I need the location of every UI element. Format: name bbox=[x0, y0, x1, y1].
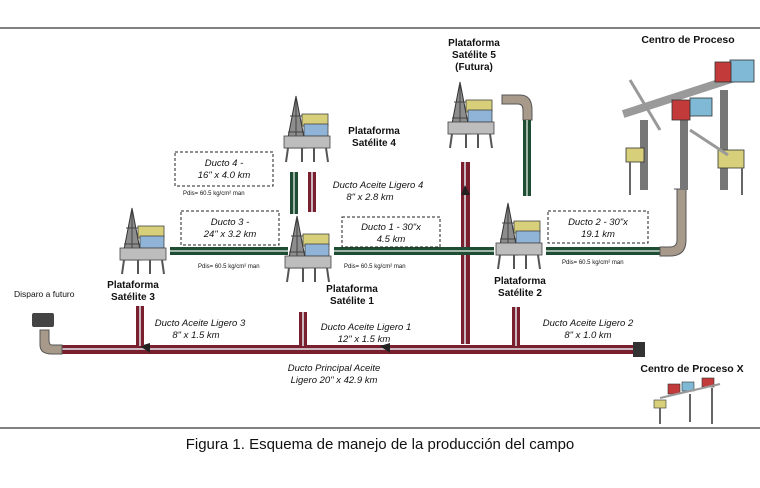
sat5-label-line1: Plataforma bbox=[448, 38, 500, 49]
duct-2-line1: Ducto 2 - 30"x bbox=[568, 217, 629, 228]
gas-pipe-d3 bbox=[170, 247, 288, 255]
sat5-label-line3: (Futura) bbox=[455, 62, 493, 73]
platform-sat1-structure bbox=[284, 215, 332, 283]
oil-duct-3-line1: Ducto Aceite Ligero 3 bbox=[155, 318, 246, 329]
gas-pipe-sat5 bbox=[501, 94, 533, 196]
duct-1-line2: 4.5 km bbox=[377, 234, 406, 245]
oil-duct-4-line2: 8" x 2.8 km bbox=[346, 192, 393, 203]
main-oil-pipeline bbox=[32, 313, 645, 357]
oil-riser-al2 bbox=[512, 307, 520, 346]
duct-4-line2: 16" x 4.0 km bbox=[198, 170, 251, 181]
duct-4-box bbox=[174, 151, 274, 187]
sat3-label-line2: Satélite 3 bbox=[111, 292, 155, 303]
duct-1-pdis: Pdis= 60.5 kg/cm² man bbox=[344, 264, 406, 270]
figure-caption: Figura 1. Esquema de manejo de la produc… bbox=[185, 436, 575, 453]
oil-riser-al1 bbox=[299, 312, 307, 346]
future-tap-label: Disparo a futuro bbox=[14, 289, 75, 299]
process-center-complex bbox=[621, 59, 755, 195]
oil-duct-4-line1: Ducto Aceite Ligero 4 bbox=[333, 180, 423, 191]
oil-duct-1-line1: Ducto Aceite Ligero 1 bbox=[321, 322, 411, 333]
duct-4-pdis: Pdis= 60.5 kg/cm² man bbox=[183, 191, 245, 197]
gas-pipe-d2 bbox=[546, 188, 687, 257]
duct-2-line2: 19.1 km bbox=[581, 229, 615, 240]
duct-1-box bbox=[341, 216, 441, 248]
sat1-label-line1: Plataforma bbox=[326, 284, 378, 295]
sat4-label-line1: Plataforma bbox=[348, 126, 400, 137]
process-center-x-label: Centro de Proceso X bbox=[640, 363, 743, 375]
duct-2-box bbox=[547, 210, 649, 244]
duct-3-pdis: Pdis= 60.5 kg/cm² man bbox=[198, 264, 260, 270]
sat2-label-line2: Satélite 2 bbox=[498, 288, 542, 299]
process-center-x-complex bbox=[653, 377, 721, 424]
platform-sat3-structure bbox=[119, 207, 167, 275]
gas-pipe-d1 bbox=[334, 247, 494, 255]
sat1-label-line2: Satélite 1 bbox=[330, 296, 374, 307]
oil-duct-1-line2: 12" x 1.5 km bbox=[338, 334, 391, 345]
oil-duct-2-line2: 8" x 1.0 km bbox=[564, 330, 611, 341]
main-oil-duct-line1: Ducto Principal Aceite bbox=[288, 363, 381, 374]
duct-4-line1: Ducto 4 - bbox=[205, 158, 244, 169]
duct-2-pdis: Pdis= 60.5 kg/cm² man bbox=[562, 260, 624, 266]
platform-sat4-structure bbox=[283, 95, 331, 163]
sat3-label-line1: Plataforma bbox=[107, 280, 159, 291]
duct-3-line1: Ducto 3 - bbox=[211, 217, 250, 228]
gas-riser-d4 bbox=[290, 172, 298, 214]
main-oil-duct-line2: Ligero 20" x 42.9 km bbox=[291, 375, 378, 386]
platform-sat5-structure bbox=[447, 81, 495, 149]
oil-riser-al3 bbox=[136, 306, 144, 346]
oil-duct-2-line1: Ducto Aceite Ligero 2 bbox=[543, 318, 634, 329]
duct-1-line1: Ducto 1 - 30"x bbox=[361, 222, 422, 233]
sat4-label-line2: Satélite 4 bbox=[352, 138, 396, 149]
oil-riser-al4 bbox=[308, 172, 316, 212]
process-center-label: Centro de Proceso bbox=[641, 34, 734, 46]
sat5-label-line2: Satélite 5 bbox=[452, 50, 496, 61]
platform-sat2-structure bbox=[495, 202, 543, 270]
duct-3-box bbox=[180, 210, 280, 246]
duct-3-line2: 24" x 3.2 km bbox=[203, 229, 257, 240]
sat2-label-line1: Plataforma bbox=[494, 276, 546, 287]
oil-duct-3-line2: 8" x 1.5 km bbox=[172, 330, 219, 341]
